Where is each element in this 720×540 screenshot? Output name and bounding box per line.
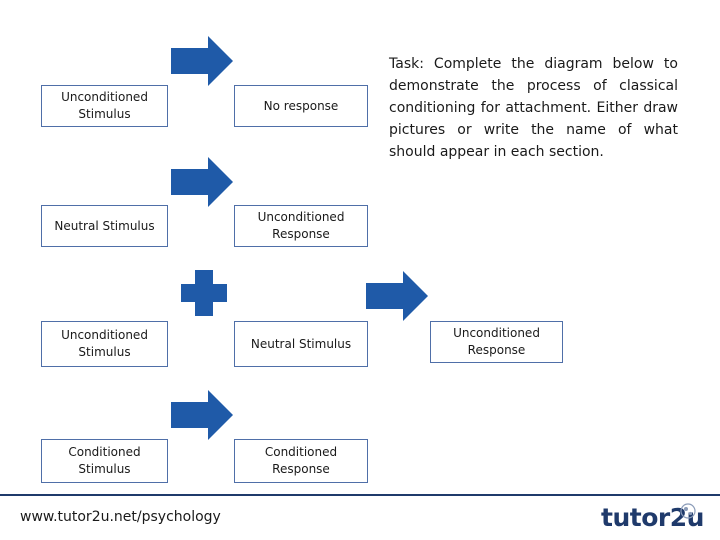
- plus-sign: [181, 270, 227, 316]
- right-arrow-icon: [171, 36, 233, 86]
- arrow-right-4: [171, 390, 233, 440]
- logo-mark-icon: [680, 503, 696, 519]
- box-neutral-stimulus-2: Neutral Stimulus: [234, 321, 368, 367]
- box-no-response: No response: [234, 85, 368, 127]
- box-unconditioned-response-1: Unconditioned Response: [234, 205, 368, 247]
- arrow-right-3: [366, 271, 428, 321]
- right-arrow-icon: [171, 157, 233, 207]
- box-neutral-stimulus-1: Neutral Stimulus: [41, 205, 168, 247]
- box-unconditioned-stimulus-1: Unconditioned Stimulus: [41, 85, 168, 127]
- box-unconditioned-stimulus-2: Unconditioned Stimulus: [41, 321, 168, 367]
- box-conditioned-stimulus: Conditioned Stimulus: [41, 439, 168, 483]
- plus-icon: [181, 270, 227, 316]
- right-arrow-icon: [366, 271, 428, 321]
- arrow-right-2: [171, 157, 233, 207]
- task-instructions: Task: Complete the diagram below to demo…: [389, 56, 678, 160]
- footer-divider: [0, 494, 720, 496]
- box-conditioned-response: Conditioned Response: [234, 439, 368, 483]
- arrow-right-1: [171, 36, 233, 86]
- footer-url[interactable]: www.tutor2u.net/psychology: [20, 509, 221, 525]
- box-unconditioned-response-2: Unconditioned Response: [430, 321, 563, 363]
- logo-text-prefix: tutor: [601, 503, 670, 532]
- right-arrow-icon: [171, 390, 233, 440]
